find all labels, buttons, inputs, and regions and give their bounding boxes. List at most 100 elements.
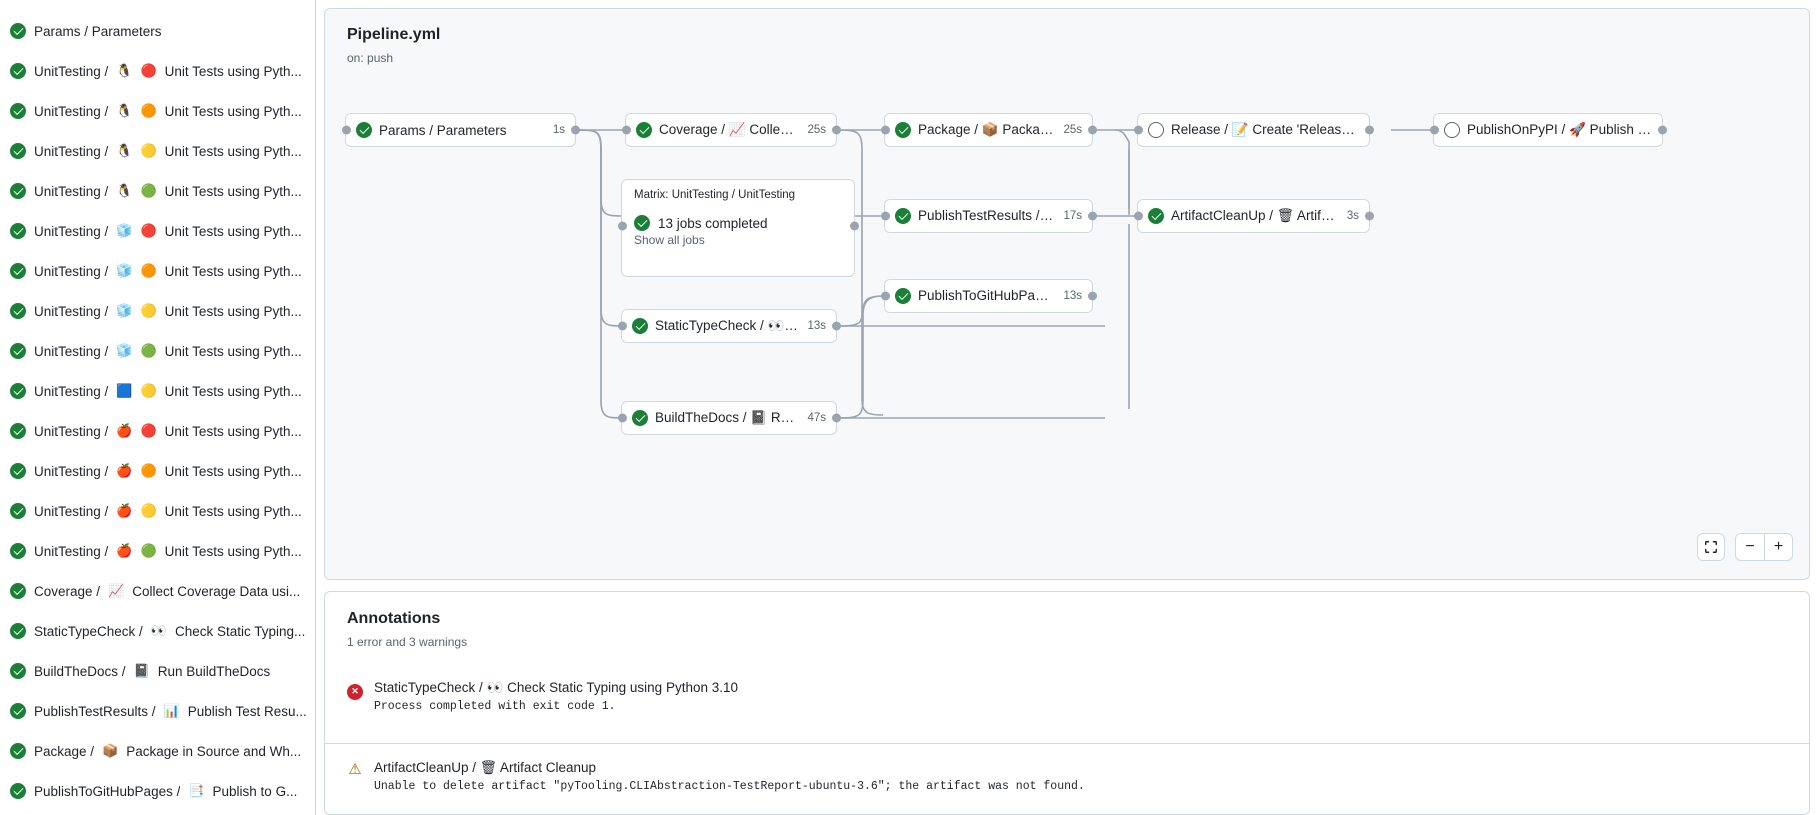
sidebar-job-label: BuildTheDocs / — [34, 663, 126, 679]
annotations-list: StaticTypeCheck / 👀 Check Static Typing … — [325, 663, 1809, 809]
graph-node-builddocs[interactable]: BuildTheDocs / 📓 Run Buil...47s — [617, 401, 841, 435]
status-success-icon — [10, 703, 26, 719]
graph-node-label: BuildTheDocs / 📓 Run Buil... — [655, 410, 798, 425]
show-all-jobs-link[interactable]: Show all jobs — [634, 233, 705, 247]
graph-node-duration: 13s — [1063, 290, 1082, 302]
node-input-port — [880, 291, 890, 301]
sidebar-job-item[interactable]: UnitTesting / 🐧🔴Unit Tests using Pyth... — [0, 51, 315, 91]
status-success-icon — [1148, 208, 1164, 224]
sidebar-job-item[interactable]: UnitTesting / 🧊🟡Unit Tests using Pyth... — [0, 291, 315, 331]
sidebar-job-step-label: Unit Tests using Pyth... — [164, 263, 302, 279]
runner-os-icon: 🐧 — [116, 183, 133, 198]
node-input-port — [617, 321, 627, 331]
sidebar-job-label: PublishToGitHubPages / — [34, 783, 181, 799]
graph-node-pypi[interactable]: PublishOnPyPI / 🚀 Publish to ... — [1429, 113, 1667, 147]
runner-os-icon: 📈 — [108, 583, 125, 598]
sidebar-job-item[interactable]: PublishToGitHubPages / 📑Publish to G... — [0, 771, 315, 811]
status-success-icon — [10, 383, 26, 399]
sidebar-job-item[interactable]: UnitTesting / 🐧🟠Unit Tests using Pyth... — [0, 91, 315, 131]
graph-node-label: Package / 📦 Package in So... — [918, 122, 1055, 137]
sidebar-job-step-label: Unit Tests using Pyth... — [164, 543, 302, 559]
sidebar-job-item[interactable]: PublishTestResults / 📊Publish Test Resu.… — [0, 691, 315, 731]
graph-node-release[interactable]: Release / 📝 Create 'Release P... — [1133, 113, 1374, 147]
sidebar-job-item[interactable]: Package / 📦Package in Source and Wh... — [0, 731, 315, 771]
sidebar-job-step-label: Unit Tests using Pyth... — [164, 343, 302, 359]
trigger-event: on: push — [347, 51, 394, 65]
annotation-heading: StaticTypeCheck / 👀 Check Static Typing … — [374, 680, 738, 695]
node-input-port — [617, 413, 627, 423]
sidebar-job-item[interactable]: UnitTesting / 🧊🟠Unit Tests using Pyth... — [0, 251, 315, 291]
status-success-icon — [10, 303, 26, 319]
runner-os-icon: 🧊 — [116, 343, 133, 358]
matrix-summary-label: 13 jobs completed — [658, 215, 768, 231]
node-output-port — [1657, 125, 1667, 135]
annotation-heading: ArtifactCleanUp / 🗑 Artifact Cleanup — [374, 760, 596, 775]
status-success-icon — [10, 463, 26, 479]
runner-os-icon: 📓 — [133, 663, 150, 678]
status-success-icon — [10, 503, 26, 519]
matrix-group[interactable]: Matrix: UnitTesting / UnitTesting 13 job… — [617, 179, 859, 277]
sidebar-job-item[interactable]: UnitTesting / 🍎🟡Unit Tests using Pyth... — [0, 491, 315, 531]
runner-os-icon: 📑 — [188, 783, 205, 798]
graph-node-testresults[interactable]: PublishTestResults / 📊 Pu...17s — [880, 199, 1097, 233]
sidebar-job-step-label: Unit Tests using Pyth... — [164, 463, 302, 479]
graph-node-label: Release / 📝 Create 'Release P... — [1171, 122, 1359, 137]
sidebar-job-item[interactable]: UnitTesting / 🍎🟢Unit Tests using Pyth... — [0, 531, 315, 571]
node-input-port — [341, 125, 351, 135]
graph-node-label: PublishToGitHubPages / 📑 ... — [918, 288, 1055, 303]
zoom-out-button[interactable]: − — [1745, 538, 1755, 555]
sidebar-job-item[interactable]: Coverage / 📈Collect Coverage Data usi... — [0, 571, 315, 611]
annotations-summary: 1 error and 3 warnings — [347, 635, 468, 649]
graph-node-ghpages[interactable]: PublishToGitHubPages / 📑 ... 13s — [880, 279, 1097, 313]
graph-node-coverage[interactable]: Coverage / 📈 Collect Cove...25s — [621, 113, 841, 147]
sidebar-job-step-label: Run BuildTheDocs — [157, 663, 271, 679]
sidebar-job-item[interactable]: UnitTesting / 🐧🟡Unit Tests using Pyth... — [0, 131, 315, 171]
status-success-icon — [10, 583, 26, 599]
zoom-in-button[interactable]: + — [1764, 534, 1792, 560]
sidebar-job-item[interactable]: UnitTesting / 🐧🟢Unit Tests using Pyth... — [0, 171, 315, 211]
node-input-port — [1429, 125, 1439, 135]
sidebar-job-item[interactable]: UnitTesting / 🍎🔴Unit Tests using Pyth... — [0, 411, 315, 451]
sidebar-job-item[interactable]: BuildTheDocs / 📓 Run BuildTheDocs — [0, 651, 315, 691]
node-input-port — [1133, 125, 1143, 135]
sidebar-job-item[interactable]: Params / Parameters — [0, 11, 315, 51]
sidebar-job-item[interactable]: UnitTesting / 🟦🟡Unit Tests using Pyth... — [0, 371, 315, 411]
sidebar-job-item[interactable]: UnitTesting / 🧊🟢Unit Tests using Pyth... — [0, 331, 315, 371]
node-output-port — [1087, 291, 1097, 301]
status-success-icon — [10, 343, 26, 359]
sidebar-job-label: UnitTesting / — [34, 503, 109, 519]
runner-os-icon: 🍎 — [116, 463, 133, 478]
sidebar-job-step-label: Unit Tests using Pyth... — [164, 503, 302, 519]
graph-node-cleanup[interactable]: ArtifactCleanUp / 🗑 Artifac...3s — [1133, 199, 1374, 233]
sidebar-job-item[interactable]: StaticTypeCheck / 👀Check Static Typing..… — [0, 611, 315, 651]
sidebar-job-item[interactable]: UnitTesting / 🍎🟠Unit Tests using Pyth... — [0, 451, 315, 491]
annotation-row: StaticTypeCheck / 👀 Check Static Typing … — [325, 663, 1809, 729]
graph-zoom-controls[interactable]: − + — [1697, 533, 1793, 561]
sidebar-job-label: UnitTesting / — [34, 223, 109, 239]
sidebar-job-label: UnitTesting / — [34, 183, 109, 199]
graph-node-package[interactable]: Package / 📦 Package in So...25s — [880, 113, 1097, 147]
node-input-port — [880, 211, 890, 221]
workflow-graph-card[interactable]: Pipeline.yml on: push — [324, 8, 1810, 580]
sidebar-job-label: UnitTesting / — [34, 63, 109, 79]
fit-to-screen-button[interactable] — [1697, 533, 1725, 561]
annotation-body: StaticTypeCheck / 👀 Check Static Typing … — [374, 680, 738, 713]
node-output-port — [1364, 211, 1374, 221]
runner-os-icon: 🐧 — [116, 103, 133, 118]
sidebar-job-label: Params / Parameters — [34, 23, 162, 39]
sidebar-job-item[interactable]: UnitTesting / 🧊🔴Unit Tests using Pyth... — [0, 211, 315, 251]
graph-node-duration: 3s — [1346, 210, 1359, 222]
graph-node-statictype[interactable]: StaticTypeCheck / 👀 Chec...13s — [617, 309, 841, 343]
python-version-icon: 🟠 — [140, 463, 157, 478]
sidebar-job-step-label: Check Static Typing... — [175, 623, 306, 639]
zoom-button-group[interactable]: − + — [1735, 533, 1793, 561]
main-content: Pipeline.yml on: push — [316, 0, 1818, 815]
status-success-icon — [636, 122, 652, 138]
status-success-icon — [632, 410, 648, 426]
runner-os-icon: 🍎 — [116, 543, 133, 558]
